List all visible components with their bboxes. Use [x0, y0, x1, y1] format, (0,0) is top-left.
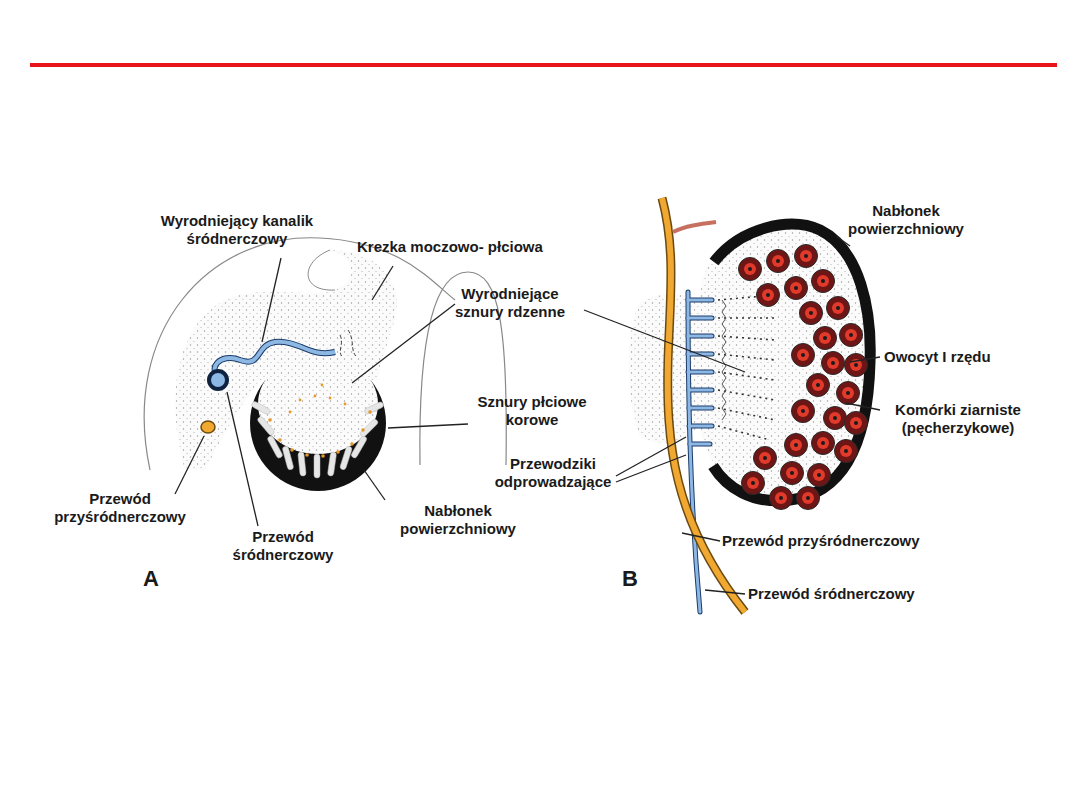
part-label: Nabłonek powierzchniowy: [383, 502, 533, 537]
part-label: Owocyt I rzędu: [884, 348, 1054, 366]
figure-a: [144, 238, 506, 526]
part-label: Komórki ziarniste (pęcherzykowe): [878, 401, 1038, 436]
part-label: Wyrodniejący kanalik śródnerczowy: [137, 212, 337, 247]
red-rule: [30, 63, 1057, 67]
part-label: Wyrodniejące sznury rdzenne: [440, 285, 580, 320]
part-label: Przewód przyśródnerczowy: [33, 490, 208, 525]
part-label: Przewód przyśródnerczowy: [722, 532, 1022, 550]
part-label: Przewód śródnerczowy: [748, 585, 1048, 603]
part-label: Przewód śródnerczowy: [213, 528, 353, 563]
part-label: Nabłonek powierzchniowy: [826, 202, 986, 237]
figure-b: [584, 198, 880, 612]
panel-letter: B: [622, 566, 662, 592]
part-label: Przewodziki odprowadzające: [473, 455, 633, 490]
part-label: Sznury płciowe korowe: [470, 393, 595, 428]
panel-letter: A: [143, 566, 183, 592]
part-label: Krezka moczowo- płciowa: [357, 238, 627, 256]
